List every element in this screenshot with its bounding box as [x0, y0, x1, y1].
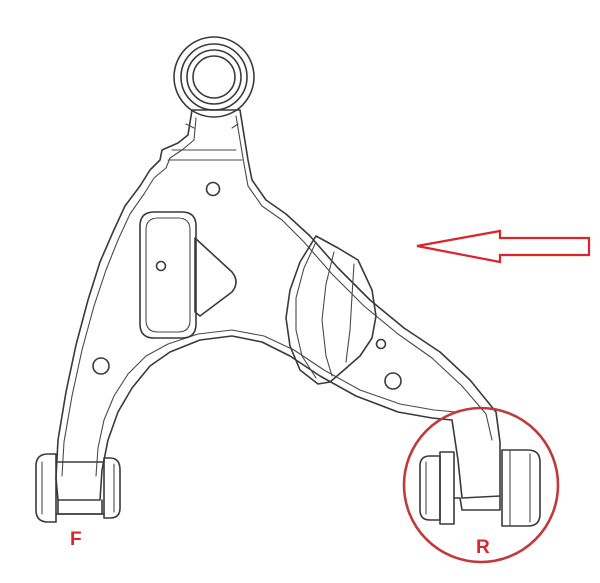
boot-cover — [285, 235, 377, 385]
control-arm-body — [55, 109, 501, 501]
rear-bushing — [419, 449, 541, 527]
front-label: F — [70, 529, 82, 550]
front-bushing — [35, 453, 121, 523]
ball-joint — [173, 36, 255, 118]
rear-label: R — [476, 537, 490, 558]
mounting-holes — [92, 181, 402, 390]
rear-highlight-circle — [402, 406, 560, 564]
direction-arrow — [416, 229, 591, 264]
rib-fin — [194, 237, 237, 317]
rib-pocket — [139, 211, 197, 339]
